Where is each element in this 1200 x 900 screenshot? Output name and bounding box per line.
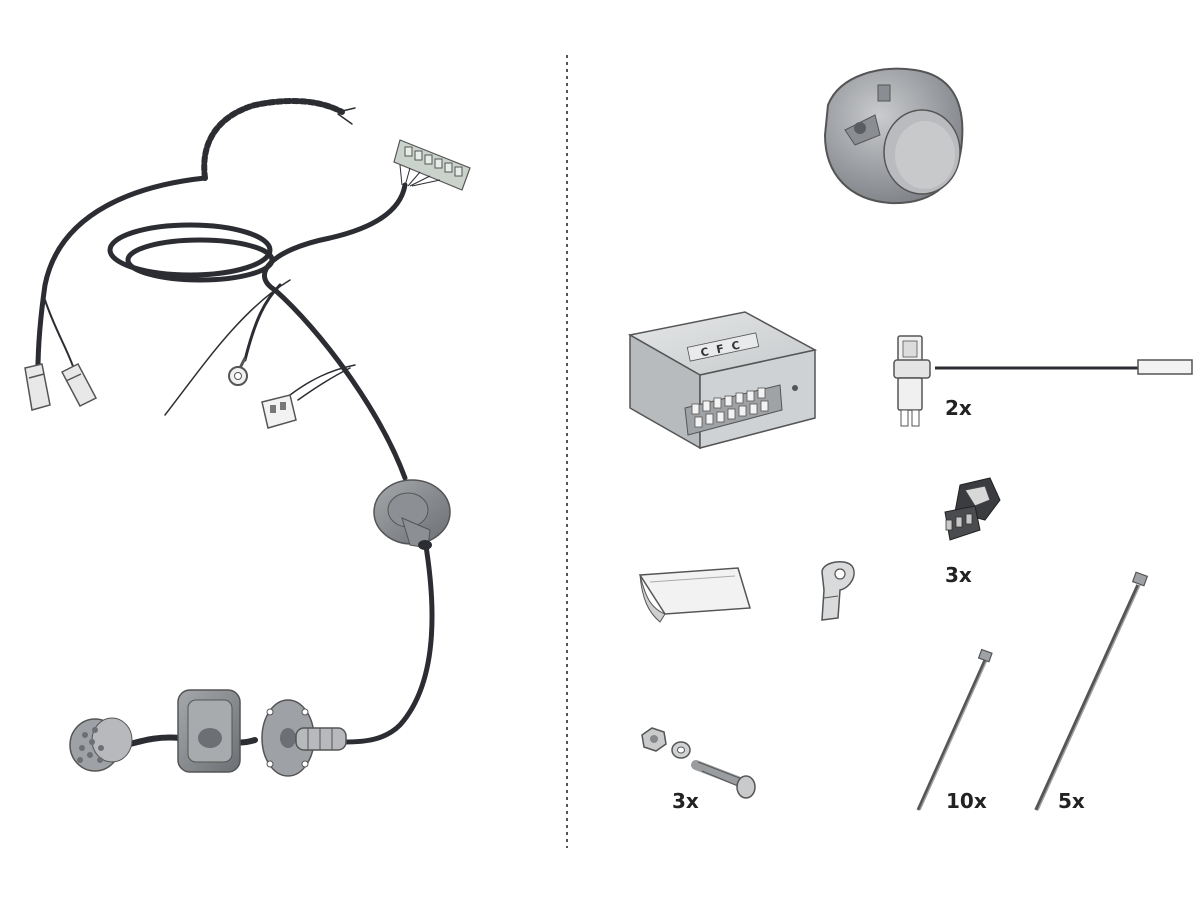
multi-pin-connector-icon (393, 139, 471, 191)
trailer-socket-icon (823, 67, 964, 205)
screw-set-quantity: 3x (672, 789, 699, 813)
cable-tie-large-icon (1034, 571, 1149, 811)
ground-lug-icon (821, 560, 855, 621)
cable-tie-small-icon (916, 648, 993, 811)
trailer-plug-icon (69, 717, 133, 772)
ring-terminal-icon (228, 357, 248, 386)
clamp-quantity: 3x (945, 563, 972, 587)
cable-tie-large-quantity: 5x (1058, 789, 1085, 813)
mounting-flange-icon (177, 689, 347, 777)
cable-tie-small-quantity: 10x (946, 789, 987, 813)
small-connector-icon (261, 394, 297, 429)
wire-clamp-icon (944, 477, 1001, 541)
cable-grommet-icon (373, 479, 451, 550)
fuse-cable-quantity: 2x (945, 396, 972, 420)
bolt-nut-washer-icon (641, 727, 756, 799)
wiring-harness-icon (35, 97, 435, 747)
fuse-tap-cable-icon (893, 335, 1193, 427)
cleaning-wipe-icon (638, 567, 751, 623)
spade-connector-icon (24, 363, 98, 411)
control-module-icon: CFC (627, 311, 818, 450)
